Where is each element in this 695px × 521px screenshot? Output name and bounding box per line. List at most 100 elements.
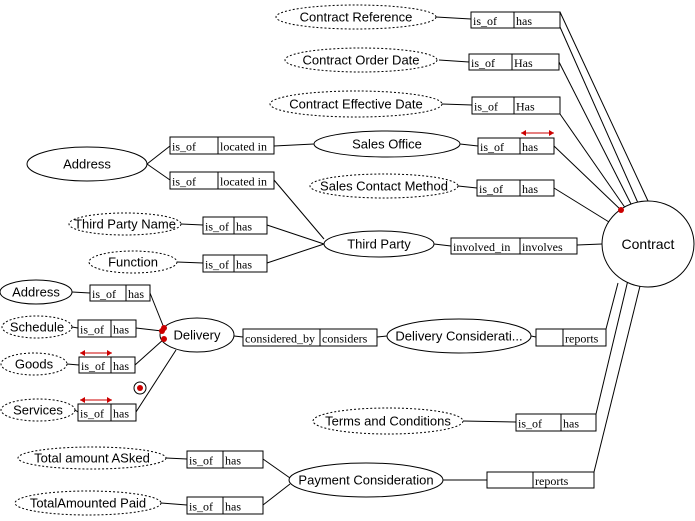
connector-line [146,145,171,165]
address-entity[interactable]: Address [26,146,148,182]
node-shape [17,446,167,470]
node-shape [0,352,68,376]
connector-line [149,292,165,329]
connector-line [146,163,171,181]
node-label: Sales Contact Method [320,179,448,194]
node-shape [275,4,437,30]
relationship-payment-reports[interactable]: reports [486,471,595,489]
relationship-right-label: has [522,182,538,196]
payment-consideration-entity[interactable]: Payment Consideration [288,462,444,498]
relationship-box [169,136,275,155]
node-label: Terms and Conditions [325,414,451,429]
connector-line [530,335,537,338]
function-attribute[interactable]: Function [88,250,178,274]
node-label: Services [13,403,63,418]
node-label: Third Party [347,237,411,252]
node-label: Contract Reference [300,10,413,25]
node-shape [14,490,162,516]
relationship-third-party-contract[interactable]: involved_in involves [450,237,578,255]
relationship-right-label: has [236,258,252,272]
relationship-right-label: Has [516,100,535,114]
node-shape [26,146,148,182]
node-shape [313,130,461,158]
node-label: Contract [622,236,675,252]
connector-line [266,243,325,264]
node-shape [0,398,76,422]
connector-line [273,179,325,240]
contract-order-date-attribute[interactable]: Contract Order Date [284,47,438,73]
delivery-entity[interactable]: Delivery [159,317,235,353]
relationship-left-label: is_of [480,140,504,154]
terms-and-conditions-attribute[interactable]: Terms and Conditions [312,407,464,435]
services-attribute[interactable]: Services [0,398,76,422]
node-shape [88,250,178,274]
relationship-box [202,254,268,273]
relationship-box [89,284,151,302]
node-shape [312,407,464,435]
relationship-box [77,319,137,338]
relationship-left-label: considered_by [245,332,315,346]
total-amounted-paid-attribute[interactable]: TotalAmounted Paid [14,490,162,516]
goods-attribute[interactable]: Goods [0,352,68,376]
connector-line [559,26,639,204]
relationship-right-label: involves [522,240,563,254]
relationship-delivery-reports[interactable]: reports [535,328,607,347]
node-shape [323,230,435,258]
delivery-consideration-entity[interactable]: Delivery Considerati... [386,318,532,354]
relationship-right-label: has [113,407,129,421]
relationship-left-label: is_of [473,14,497,28]
relationship-total-amounted-paid[interactable]: is_of has [186,496,264,515]
relationship-box [468,53,560,71]
connector-line [605,282,619,330]
connector-line [376,335,388,338]
relationship-box [486,471,595,489]
node-label: Contract Order Date [302,53,419,68]
relationship-left-label: involved_in [453,240,510,254]
relationship-left-label: is_of [471,56,495,70]
connector-line [233,335,244,338]
exclusion-marker-icon [133,381,147,395]
relationship-contract-effective-date[interactable]: is_of Has [471,96,561,115]
node-label: Delivery [174,328,221,343]
relationship-right-label: considers [322,332,368,346]
sales-office-entity[interactable]: Sales Office [313,130,461,158]
sales-contact-method-attribute[interactable]: Sales Contact Method [309,173,459,199]
relationship-right-label: has [225,454,241,468]
relationship-left-label: is_of [189,500,213,514]
relationship-right-label: has [225,500,241,514]
relationship-left-label: is_of [518,417,542,431]
delivery-address-entity[interactable]: Address [0,279,73,305]
third-party-name-attribute[interactable]: Third Party Name [68,212,182,236]
node-label: Schedule [10,320,64,335]
contract-effective-date-attribute[interactable]: Contract Effective Date [269,90,443,118]
contract-entity[interactable]: Contract [601,200,695,288]
relationship-left-label: is_of [474,100,498,114]
schedule-attribute[interactable]: Schedule [1,315,73,339]
node-label: Payment Consideration [298,473,433,488]
relationship-left-label: is_of [92,287,116,301]
junction-dot-icon [618,207,624,213]
node-shape [309,173,459,199]
third-party-entity[interactable]: Third Party [323,230,435,258]
relationship-box [471,96,561,115]
contract-reference-attribute[interactable]: Contract Reference [275,4,437,30]
connector-line [459,143,479,147]
total-amount-asked-attribute[interactable]: Total amount ASked [17,446,167,470]
relationship-delivery-consideration[interactable]: considered_by considers [242,328,378,347]
